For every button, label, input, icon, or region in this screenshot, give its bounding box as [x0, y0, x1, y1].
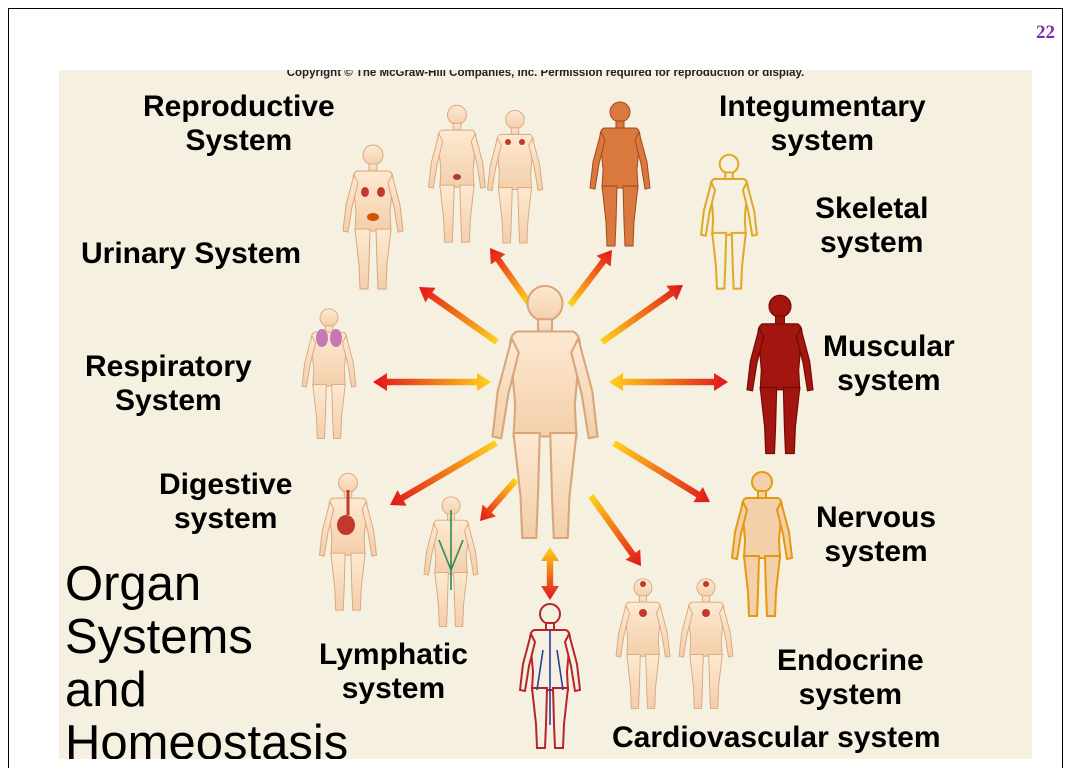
arrow-lymphatic — [480, 478, 518, 521]
arrow-skeletal — [600, 285, 683, 345]
figure-respiratory — [302, 309, 356, 439]
arrow-endocrine — [588, 494, 641, 566]
arrow-urinary-shape — [419, 287, 499, 345]
figure-nervous — [732, 472, 792, 616]
arrow-muscular — [609, 373, 728, 391]
arrow-reproductive — [490, 248, 532, 305]
arrow-nervous — [612, 440, 710, 502]
arrow-integumentary — [568, 250, 613, 307]
arrow-muscular-shape — [609, 373, 728, 391]
arrow-digestive-shape — [390, 440, 498, 506]
organ-systems-figure: Copyright © The McGraw-Hill Companies, I… — [59, 70, 1032, 759]
arrow-skeletal-shape — [600, 285, 683, 345]
arrow-respiratory — [373, 373, 491, 391]
figure-reproductive-male — [429, 105, 486, 242]
figure-title: Organ Systems and Homeostasis — [65, 558, 348, 759]
figure-center — [493, 286, 598, 538]
arrow-cardiovascular-shape — [541, 547, 559, 600]
figure-reproductive-female — [487, 110, 542, 242]
arrow-lymphatic-shape — [480, 478, 518, 521]
label-cardiovascular-system: Cardiovascular system — [612, 721, 941, 755]
figure-integumentary — [590, 102, 650, 246]
figure-muscular — [747, 295, 813, 453]
label-urinary-system: Urinary System — [81, 237, 301, 271]
arrow-cardiovascular — [541, 547, 559, 600]
arrow-endocrine-shape — [588, 494, 641, 566]
arrow-digestive — [390, 440, 498, 506]
figure-endocrine-a — [616, 579, 670, 709]
figure-endocrine-b — [679, 579, 733, 709]
figure-skeletal — [701, 155, 757, 289]
arrow-nervous-shape — [612, 440, 710, 502]
arrow-reproductive-shape — [490, 248, 532, 305]
arrow-respiratory-shape — [373, 373, 491, 391]
arrow-urinary — [419, 287, 499, 345]
arrow-integumentary-shape — [568, 250, 613, 307]
page-number: 22 — [1036, 22, 1055, 44]
